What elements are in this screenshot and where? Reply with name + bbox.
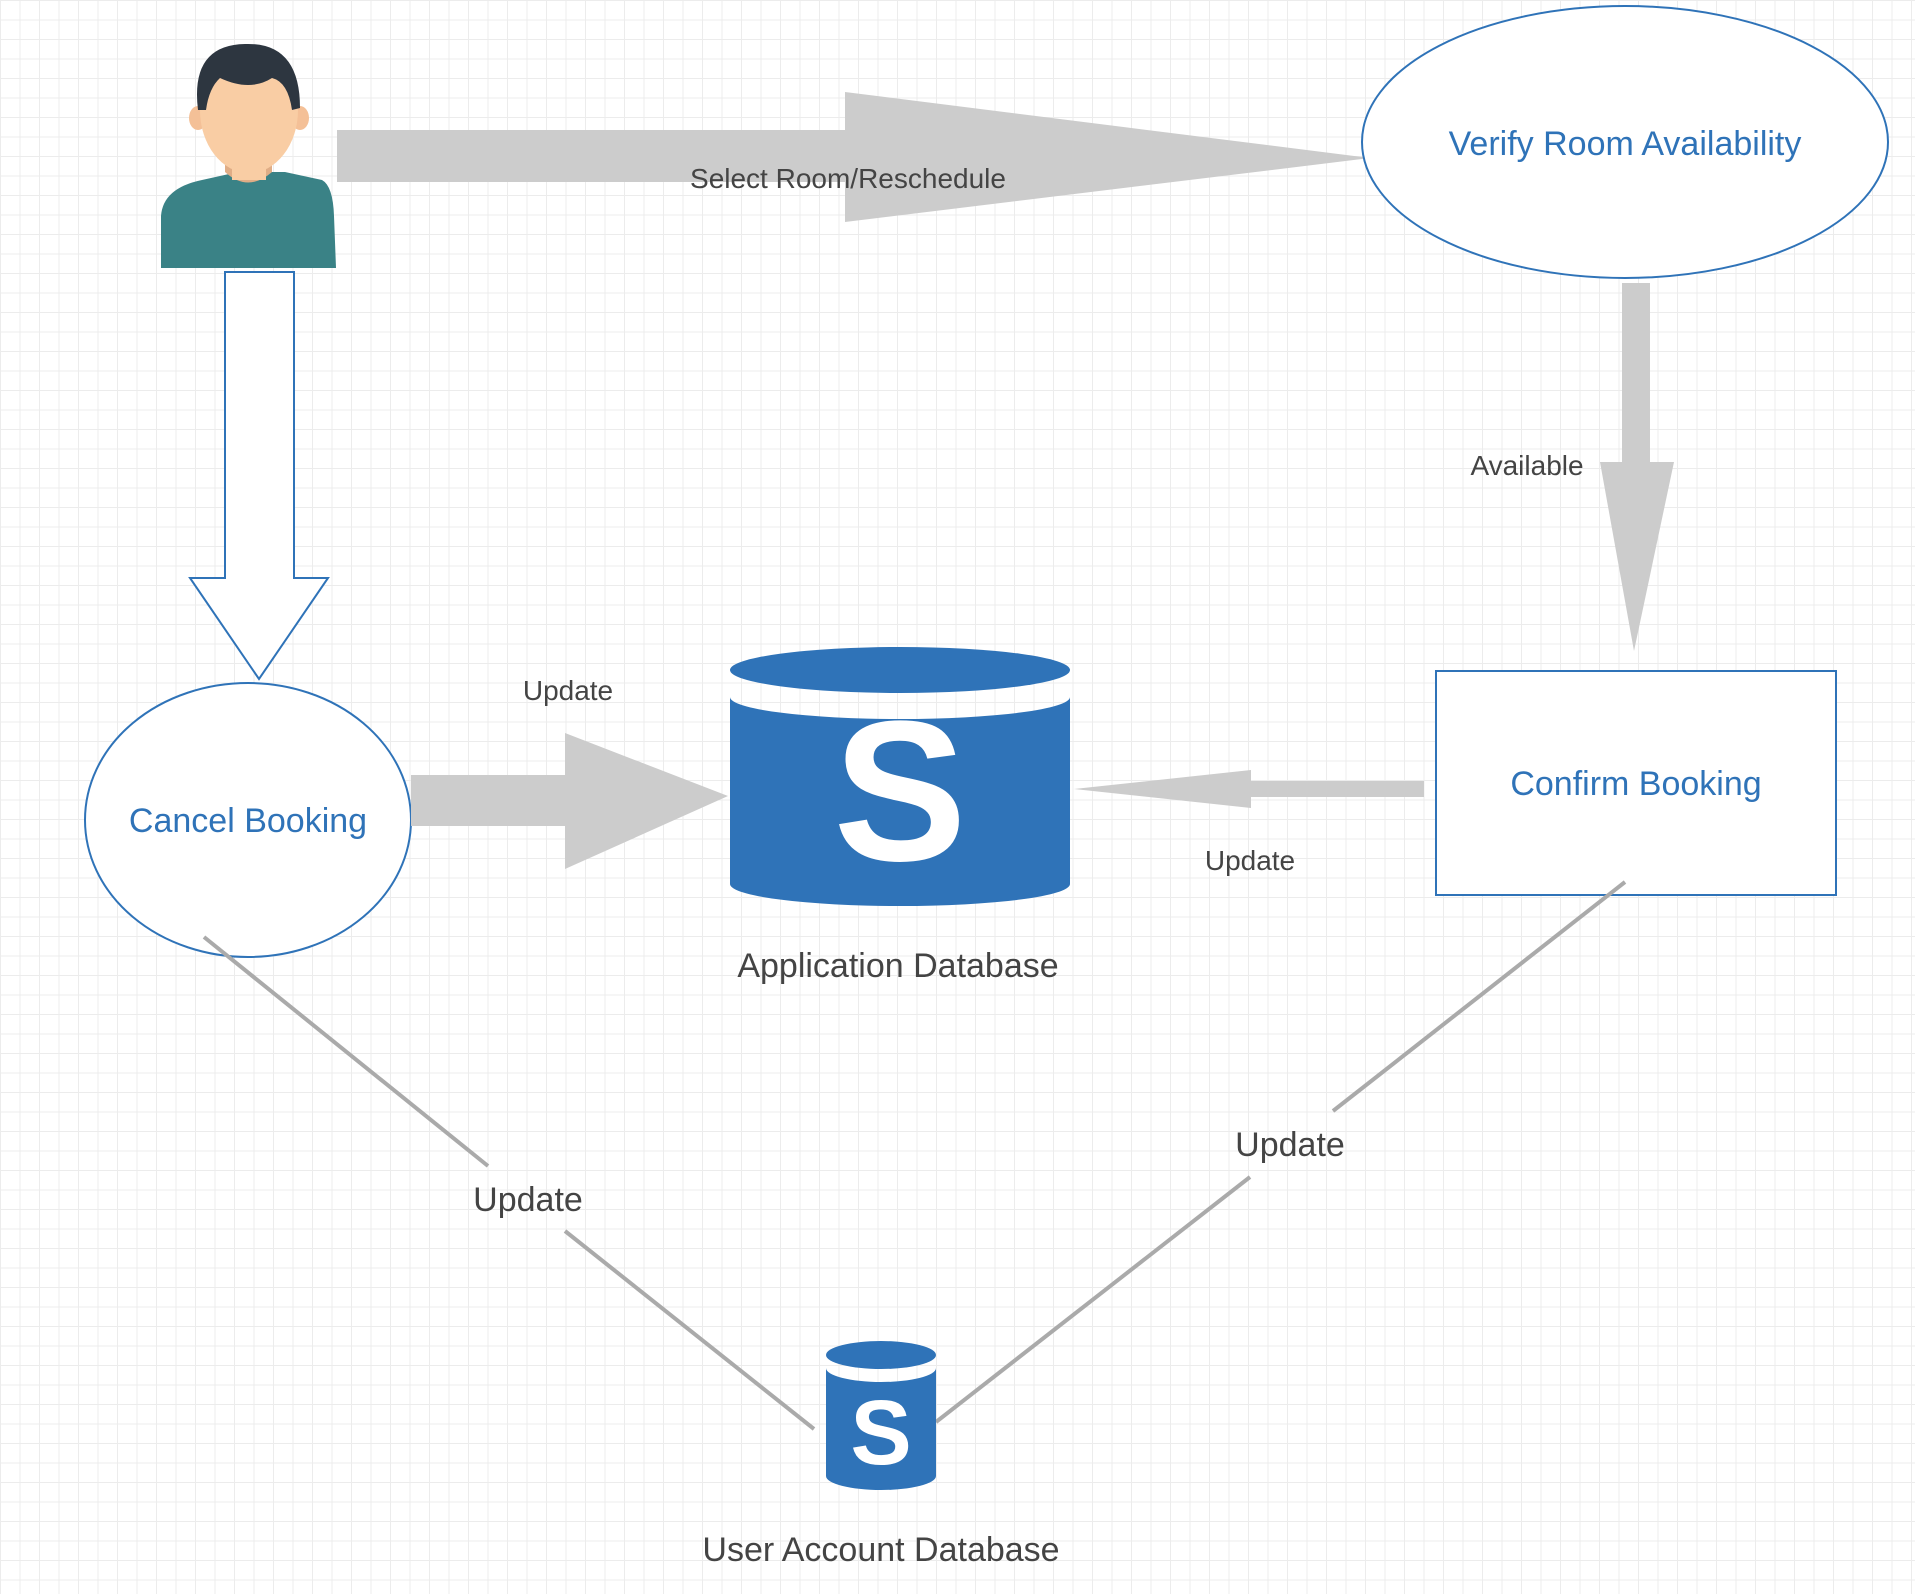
select-room-arrow	[337, 92, 1370, 222]
person-icon[interactable]	[161, 43, 336, 268]
verify-room-availability-node[interactable]	[1361, 5, 1889, 279]
cancel-to-app-db-label: Update	[523, 675, 613, 706]
user-account-database-label: User Account Database	[702, 1531, 1059, 1569]
confirm-booking-label: Confirm Booking	[1510, 765, 1761, 803]
cancel-to-app-db-arrow	[411, 733, 728, 869]
verify-room-availability-label: Verify Room Availability	[1449, 125, 1802, 163]
person-to-cancel-arrow	[188, 271, 330, 681]
cancel-to-user-db-label: Update	[473, 1181, 583, 1219]
user-db-top	[826, 1341, 936, 1369]
app-db-glyph: S	[833, 680, 966, 903]
select-room-label: Select Room/Reschedule	[690, 163, 1006, 194]
confirm-to-user-db-line-lower	[934, 1175, 1252, 1424]
confirm-to-user-db-label: Update	[1235, 1126, 1345, 1164]
confirm-to-app-db-label: Update	[1205, 845, 1295, 876]
cancel-booking-label: Cancel Booking	[129, 802, 367, 840]
app-db-top	[730, 647, 1070, 693]
application-database-icon[interactable]: S	[730, 647, 1070, 906]
user-account-database-icon[interactable]: S	[826, 1341, 936, 1490]
person-hair	[196, 43, 300, 110]
app-db-body	[730, 697, 1070, 906]
cancel-to-user-db-line-lower	[563, 1229, 816, 1431]
user-db-glyph: S	[850, 1382, 911, 1484]
confirm-to-user-db-line-upper	[1331, 880, 1627, 1113]
confirm-to-app-db-arrow	[1074, 770, 1424, 808]
cancel-to-user-db-line-upper	[202, 935, 490, 1168]
person-shirt	[161, 172, 336, 268]
user-db-body	[826, 1368, 936, 1490]
application-database-label: Application Database	[737, 947, 1058, 985]
available-label: Available	[1470, 450, 1583, 481]
available-arrow	[1600, 283, 1674, 651]
confirm-booking-node[interactable]	[1435, 670, 1837, 896]
